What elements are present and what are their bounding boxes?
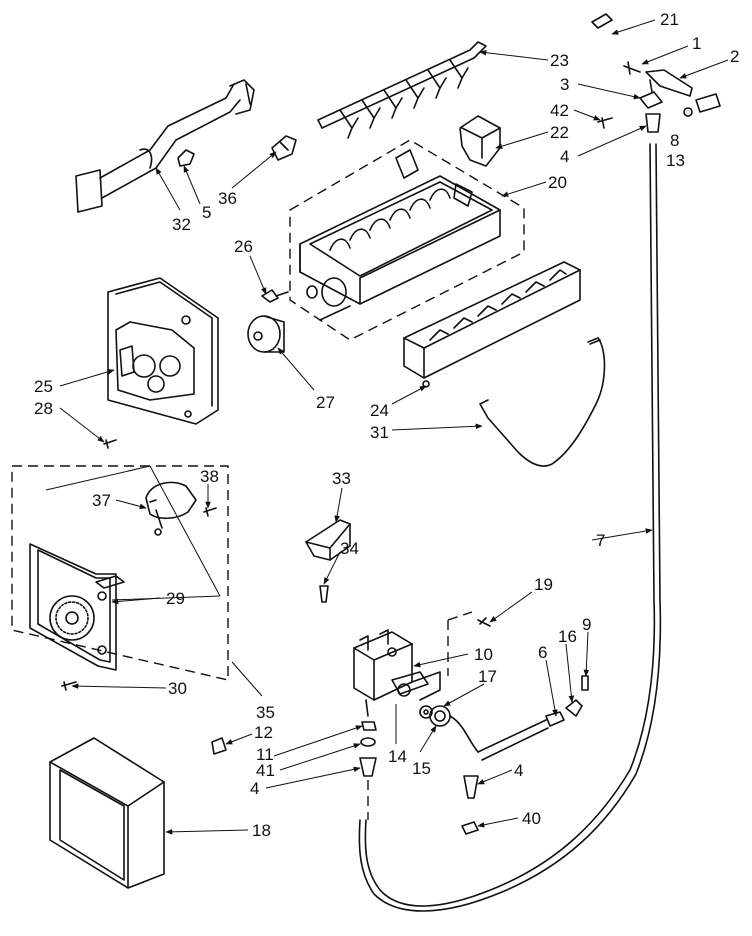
callout-22: 22 [550, 123, 569, 142]
part-8-washer [683, 107, 693, 117]
callout-23: 23 [550, 51, 569, 70]
callout-30: 30 [168, 679, 187, 698]
leader-lines [59, 19, 729, 835]
part-6-tube [477, 711, 565, 761]
callout-labels: 21 1 2 23 3 42 22 8 13 4 20 32 5 36 26 2… [34, 10, 739, 840]
callout-3: 3 [560, 75, 569, 94]
callout-17: 17 [478, 667, 497, 686]
callout-13: 13 [666, 151, 685, 170]
callout-24: 24 [370, 401, 389, 420]
callout-8: 8 [670, 131, 679, 150]
callout-28: 28 [34, 399, 53, 418]
callout-6: 6 [538, 643, 547, 662]
callout-37: 37 [92, 491, 111, 510]
callout-16: 16 [558, 627, 577, 646]
callout-42: 42 [550, 101, 569, 120]
part-9-screw [581, 675, 589, 691]
part-2-tube-fitting [645, 69, 693, 97]
part-25-housing [107, 277, 219, 425]
callout-34: 34 [340, 539, 359, 558]
callout-7: 7 [596, 531, 605, 550]
part-3-clamp [639, 91, 663, 109]
part-4-insert-lower-right [463, 775, 479, 799]
callout-4-upper: 4 [560, 147, 569, 166]
part-31-shutoff-arm [479, 337, 606, 467]
callout-10: 10 [474, 645, 493, 664]
callout-26: 26 [234, 237, 253, 256]
part-11-nut [361, 721, 377, 731]
callout-4-valve: 4 [250, 779, 259, 798]
part-24-stripper [403, 261, 581, 388]
part-30-screw [61, 681, 77, 691]
callout-2: 2 [730, 47, 739, 66]
part-4-insert-valve [359, 757, 377, 777]
part-5-clip [177, 149, 195, 167]
part-27-motor [247, 315, 285, 353]
part-19-screw [447, 611, 491, 676]
callout-36: 36 [218, 189, 237, 208]
callout-29: 29 [166, 589, 185, 608]
part-21-clip [591, 13, 613, 29]
part-37-timer-motor [145, 481, 197, 536]
part-33-cover [305, 519, 351, 561]
part-15-fitting [429, 705, 479, 753]
part-1-screw [623, 61, 641, 75]
callout-31: 31 [370, 423, 389, 442]
callout-1: 1 [692, 34, 701, 53]
callout-18: 18 [252, 821, 271, 840]
part-35-control-assembly [11, 465, 229, 681]
part-32-harness [75, 79, 255, 213]
part-40-nut [461, 821, 479, 835]
part-14-washer [419, 705, 433, 719]
part-22-fill-cup [459, 115, 501, 167]
part-23-ejector [317, 41, 487, 139]
callout-35: 35 [256, 703, 275, 722]
part-41-washer [360, 737, 376, 747]
part-20-mold [289, 139, 525, 341]
callout-40: 40 [522, 809, 541, 828]
part-12-wire-nut [211, 737, 227, 755]
part-28-screw [103, 439, 117, 449]
callout-9: 9 [582, 615, 591, 634]
callout-41: 41 [256, 761, 275, 780]
part-13-fitting [695, 93, 721, 113]
part-26-spring [261, 289, 289, 303]
part-7-water-tube [358, 143, 662, 912]
callout-4-right: 4 [514, 761, 523, 780]
callout-38: 38 [200, 467, 219, 486]
part-34-screw [319, 585, 329, 603]
callout-14: 14 [388, 747, 407, 766]
part-10-water-valve [353, 629, 441, 717]
callout-21: 21 [660, 10, 679, 29]
callout-12: 12 [254, 723, 273, 742]
part-29-timer-plate [29, 543, 125, 671]
callout-15: 15 [412, 759, 431, 778]
callout-32: 32 [172, 215, 191, 234]
part-36-bracket [271, 135, 297, 161]
part-4-insert-upper [645, 113, 661, 133]
callout-19: 19 [534, 575, 553, 594]
part-18-cover-box [49, 737, 165, 889]
part-42-screw [597, 117, 613, 129]
callout-25: 25 [34, 377, 53, 396]
callout-27: 27 [316, 393, 335, 412]
callout-33: 33 [332, 469, 351, 488]
callout-11: 11 [256, 745, 274, 764]
part-38-screw [203, 507, 217, 517]
callout-20: 20 [548, 173, 567, 192]
part-16-clamp [565, 699, 583, 717]
callout-5: 5 [202, 203, 211, 222]
